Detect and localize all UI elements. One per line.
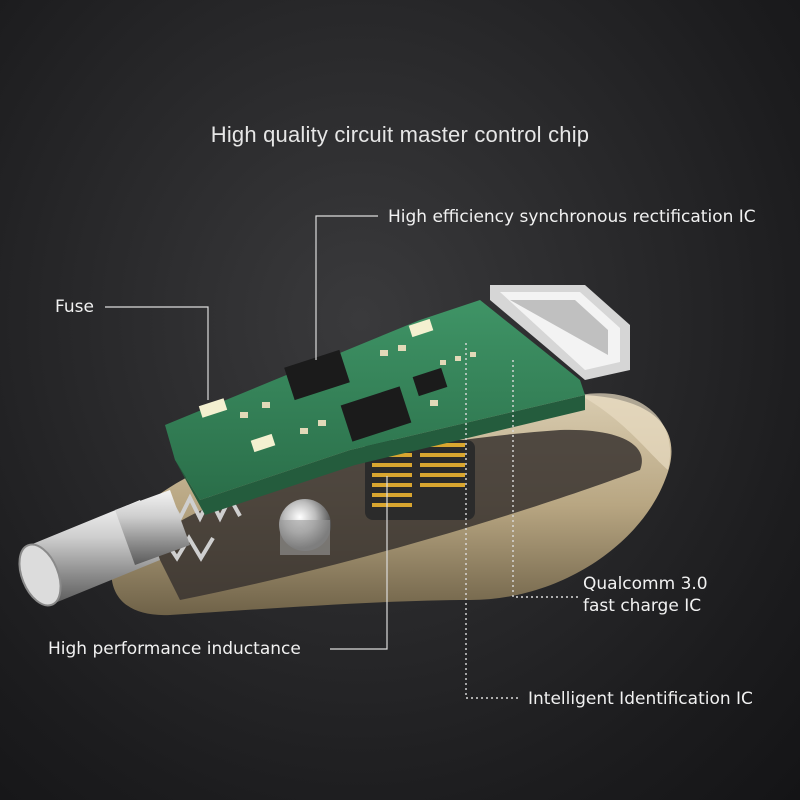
pcb-board: [165, 285, 630, 515]
label-identification-ic: Intelligent Identification IC: [528, 689, 753, 709]
identification-leader: [465, 340, 518, 699]
label-inductance: High performance inductance: [48, 639, 301, 659]
metal-tip: [18, 490, 190, 607]
side-contact-ball: [279, 499, 331, 555]
qualcomm-leader: [512, 358, 578, 598]
inductance-leader: [330, 476, 388, 650]
callout-lines: [105, 215, 388, 650]
headline: High quality circuit master control chip: [210, 122, 590, 147]
label-qualcomm-line1: Qualcomm 3.0: [583, 574, 708, 594]
label-qualcomm-line2: fast charge IC: [583, 596, 702, 616]
label-rectification-ic: High efficiency synchronous rectificatio…: [388, 207, 756, 227]
fuse-leader: [105, 306, 209, 400]
rectification-leader: [315, 215, 378, 360]
label-fuse: Fuse: [55, 297, 94, 317]
callout-dotted-lines: [465, 340, 578, 699]
label-qualcomm-ic: Qualcomm 3.0 fast charge IC: [583, 573, 708, 617]
